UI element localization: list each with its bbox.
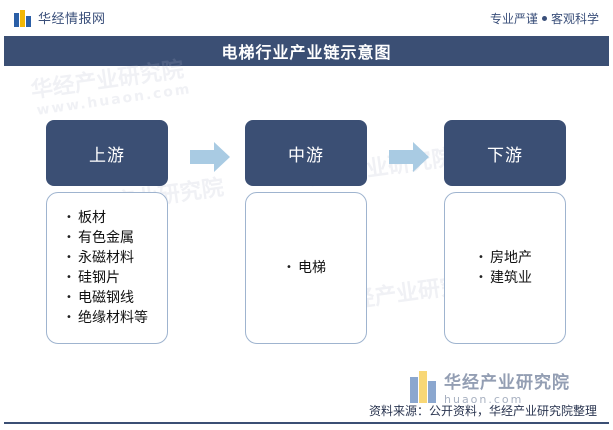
watermark-url: www.huaon.com xyxy=(35,81,193,119)
list-item: •电梯 xyxy=(286,260,326,276)
stage-upstream-header: 上游 xyxy=(46,120,168,186)
footer-brand-name: 华经产业研究院 xyxy=(444,373,570,393)
list-item: •有色金属 xyxy=(66,230,134,246)
diagram-title: 电梯行业产业链示意图 xyxy=(4,36,609,66)
top-bar: 华经情报网 专业严谨 客观科学 xyxy=(0,0,613,34)
stage-midstream-box: •电梯 xyxy=(245,192,367,344)
list-item: •建筑业 xyxy=(478,270,532,286)
motto-right: 客观科学 xyxy=(550,12,599,26)
stage-upstream-list: •板材 •有色金属 •永磁材料 •硅钢片 •电磁钢线 •绝缘材料等 xyxy=(66,208,148,328)
list-item: •板材 xyxy=(66,210,106,226)
flow-arrow-icon xyxy=(190,142,230,172)
footer-brand: 华经产业研究院 huaon.com xyxy=(410,368,570,406)
list-item: •电磁钢线 xyxy=(66,290,134,306)
stage-midstream-header: 中游 xyxy=(245,120,367,186)
list-item: •永磁材料 xyxy=(66,250,134,266)
stage-upstream-box: •板材 •有色金属 •永磁材料 •硅钢片 •电磁钢线 •绝缘材料等 xyxy=(46,192,168,344)
bullet-dot-icon xyxy=(541,16,547,21)
list-item: •硅钢片 xyxy=(66,270,120,286)
list-item: •房地产 xyxy=(478,250,532,266)
stage-downstream-box: •房地产 •建筑业 xyxy=(444,192,566,344)
footer-brand-url: huaon.com xyxy=(444,393,524,406)
motto: 专业严谨 客观科学 xyxy=(490,10,599,27)
brand-logo-icon xyxy=(14,9,32,27)
motto-left: 专业严谨 xyxy=(489,12,538,26)
source-note: 资料来源：公开资料，华经产业研究院整理 xyxy=(368,404,597,418)
brand: 华经情报网 xyxy=(14,8,106,27)
flow-arrow-icon xyxy=(389,142,429,172)
bottom-divider xyxy=(4,422,609,424)
stage-midstream-list: •电梯 xyxy=(286,258,326,278)
stage-downstream-header: 下游 xyxy=(444,120,566,186)
footer-logo-icon xyxy=(410,371,438,403)
list-item: •绝缘材料等 xyxy=(66,310,148,326)
stage-downstream-list: •房地产 •建筑业 xyxy=(478,248,532,288)
brand-name: 华经情报网 xyxy=(38,12,106,27)
